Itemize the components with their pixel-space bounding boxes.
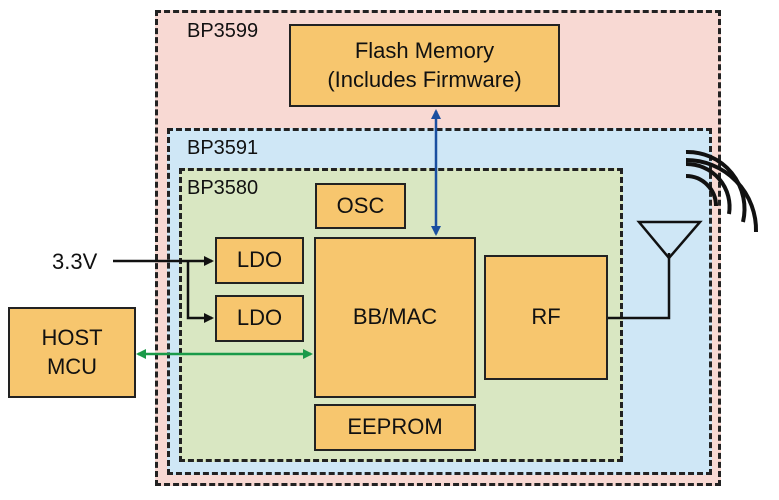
antenna-icon	[636, 220, 703, 260]
bb-mac-block: BB/MAC	[314, 237, 476, 398]
osc-block: OSC	[315, 183, 406, 229]
radio-waves-icon	[685, 149, 759, 233]
ldo-block-1: LDO	[215, 237, 304, 284]
ldo-block-2: LDO	[215, 295, 304, 342]
rf-antenna-wire	[606, 253, 671, 320]
host-mcu-line1: HOST	[41, 324, 103, 350]
rf-block: RF	[484, 255, 608, 380]
flash-memory-subtitle: (Includes Firmware)	[327, 66, 522, 92]
flash-memory-block: Flash Memory (Includes Firmware)	[289, 24, 560, 107]
supply-voltage-label: 3.3V	[52, 249, 98, 274]
host-mcu-line2: MCU	[46, 353, 98, 379]
supply-wire	[113, 256, 214, 323]
flash-memory-title: Flash Memory	[354, 37, 495, 63]
bp3599-label: BP3599	[187, 20, 259, 42]
host-mcu-block: HOST MCU	[8, 307, 136, 398]
eeprom-block: EEPROM	[314, 404, 476, 451]
bp3591-label: BP3591	[187, 137, 259, 159]
bp3580-label: BP3580	[187, 177, 259, 199]
